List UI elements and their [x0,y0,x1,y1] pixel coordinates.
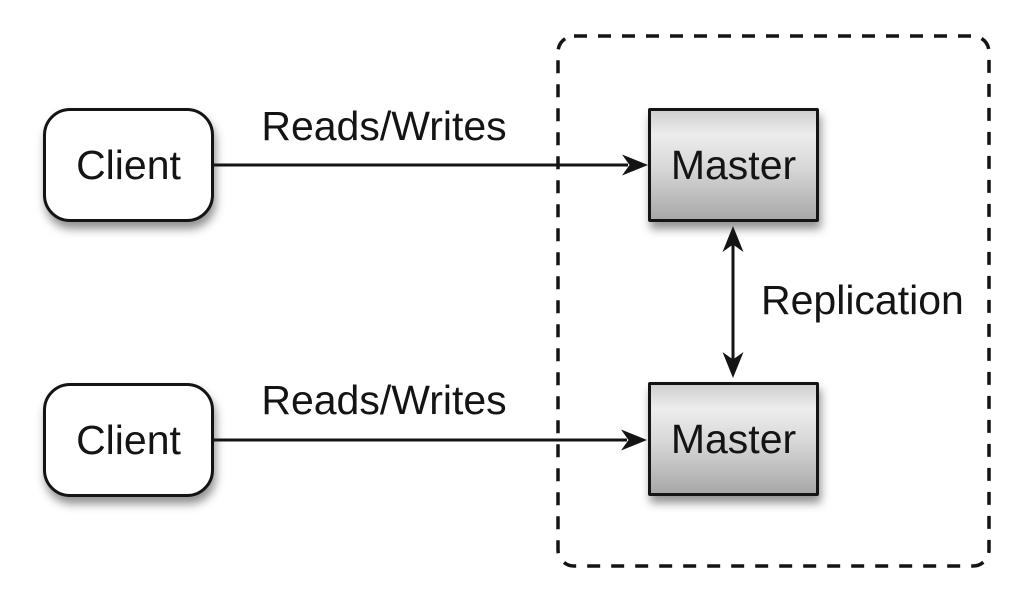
node-client-2-label: Client [76,416,181,463]
arrowhead-up-icon [722,226,744,252]
reads-writes-arrow-bottom [214,429,647,451]
node-master-1: Master [648,108,819,222]
edge-label-reads-writes-bottom: Reads/Writes [261,377,507,423]
node-client-1-label: Client [76,141,181,188]
node-client-2: Client [43,383,214,497]
edge-label-reads-writes-top: Reads/Writes [261,103,507,149]
node-client-1: Client [43,108,214,222]
node-master-2: Master [648,382,819,496]
node-master-1-label: Master [670,141,797,188]
edge-label-replication: Replication [761,277,964,323]
replication-arrow [722,226,744,378]
arrowhead-right-icon [621,429,647,451]
replication-boundary-border [556,34,991,568]
arrowhead-down-icon [722,352,744,378]
node-master-2-label: Master [670,415,797,462]
reads-writes-arrow-top [214,154,648,176]
arrowhead-right-icon [622,154,648,176]
